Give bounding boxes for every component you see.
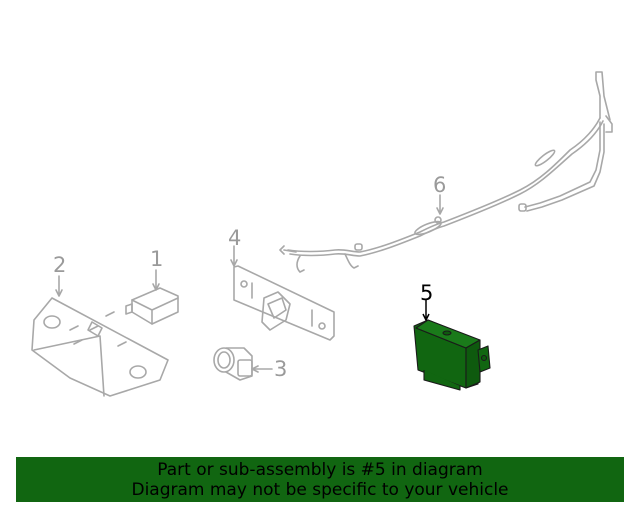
callout-label-6[interactable]: 6	[433, 173, 447, 197]
wiring-harness-part-6[interactable]	[279, 71, 613, 273]
callout-label-5[interactable]: 5	[420, 281, 434, 305]
module-box-part-1[interactable]	[125, 287, 179, 325]
callout-label-2[interactable]: 2	[53, 253, 67, 277]
callout-label-4[interactable]: 4	[228, 226, 242, 250]
callout-label-3[interactable]: 3	[274, 357, 288, 381]
info-banner: Part or sub-assembly is #5 in diagram Di…	[16, 457, 624, 502]
control-module-part-5[interactable]	[413, 300, 491, 391]
banner-line-disclaimer: Diagram may not be specific to your vehi…	[131, 479, 509, 500]
bracket-plate-part-2[interactable]	[31, 297, 169, 397]
callout-label-1[interactable]: 1	[150, 247, 164, 271]
banner-line-part-number: Part or sub-assembly is #5 in diagram	[157, 459, 483, 480]
callout-arrows	[55, 194, 444, 373]
parking-sensor-part-3[interactable]	[213, 347, 253, 381]
sensor-mount-bracket-part-4[interactable]	[233, 265, 335, 341]
